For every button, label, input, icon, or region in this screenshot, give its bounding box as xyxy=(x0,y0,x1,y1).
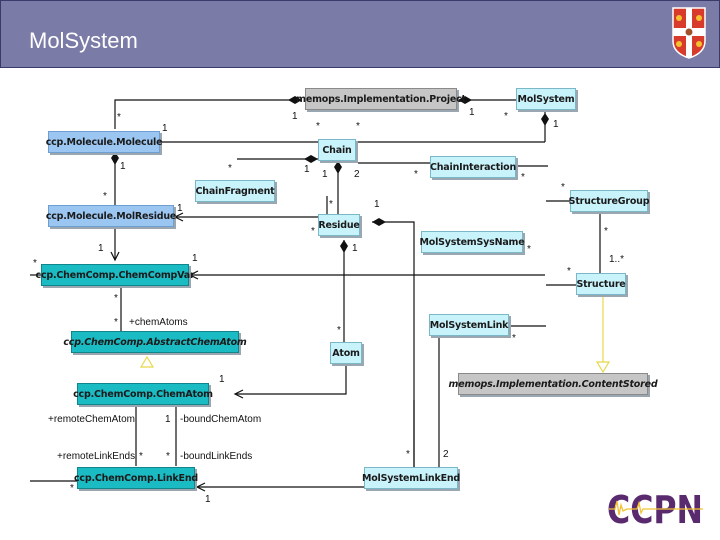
composition-diamond-icon xyxy=(458,96,472,104)
multiplicity-label: * xyxy=(356,121,360,132)
assoc-project-molecule xyxy=(114,99,302,129)
multiplicity-label: * xyxy=(337,325,341,336)
multiplicity-label: 1 xyxy=(192,253,198,264)
ccpn-logo-text: CCPN xyxy=(607,488,703,527)
generalization-triangle-icon xyxy=(595,361,611,374)
class-residue[interactable]: Residue xyxy=(318,214,360,236)
multiplicity-label: 1 xyxy=(162,123,168,134)
class-structure[interactable]: Structure xyxy=(576,273,626,295)
multiplicity-label: * xyxy=(114,317,118,328)
class-chematom[interactable]: ccp.ChemComp.ChemAtom xyxy=(73,383,213,405)
ccpn-logo: CCPN xyxy=(607,488,703,527)
class-abstractchematom[interactable]: ccp.ChemComp.AbstractChemAtom xyxy=(63,331,247,353)
multiplicity-label: * xyxy=(521,172,525,183)
nav-arrow-chemcompvar xyxy=(188,270,199,280)
nav-arrow-molresidue-down xyxy=(110,251,120,262)
composition-diamond-icon xyxy=(288,96,302,104)
multiplicity-label: * xyxy=(504,111,508,122)
university-crest-icon xyxy=(672,7,706,59)
multiplicity-label: * xyxy=(228,163,232,174)
composition-diamond-icon xyxy=(340,240,348,253)
class-atom[interactable]: Atom xyxy=(330,342,362,364)
slide-title: MolSystem xyxy=(29,28,138,53)
composition-diamond-icon xyxy=(541,113,549,126)
multiplicity-label: * xyxy=(70,483,74,494)
multiplicity-label: * xyxy=(117,112,121,123)
class-molsystemsysname[interactable]: MolSystemSysName xyxy=(420,231,525,253)
multiplicity-label: 1 xyxy=(177,203,183,214)
class-contentstored[interactable]: memops.Implementation.ContentStored xyxy=(449,373,658,395)
multiplicity-label: * xyxy=(316,121,320,132)
class-chaininteraction[interactable]: ChainInteraction xyxy=(430,156,516,178)
assoc-residue-right xyxy=(364,221,415,486)
multiplicity-label: * xyxy=(329,199,333,210)
class-chain[interactable]: Chain xyxy=(318,139,356,161)
multiplicity-label: 1 xyxy=(553,119,559,130)
multiplicity-label: * xyxy=(604,226,608,237)
class-chemcompvar[interactable]: ccp.ChemComp.ChemCompVar xyxy=(36,264,195,286)
role-label-remotechematom: +remoteChemAtom xyxy=(48,414,135,425)
multiplicity-label: * xyxy=(114,293,118,304)
composition-diamonds xyxy=(111,96,549,253)
composition-diamond-icon xyxy=(304,155,318,163)
multiplicity-label: * xyxy=(311,226,315,237)
role-label-remotelinkends: +remoteLinkEnds xyxy=(57,451,136,462)
multiplicity-label: 1 xyxy=(292,111,298,122)
multiplicity-label: 1 xyxy=(165,414,171,425)
multiplicity-label: 2 xyxy=(443,449,449,460)
multiplicity-label: 1 xyxy=(352,243,358,254)
role-label-boundchematom: -boundChemAtom xyxy=(180,414,262,425)
multiplicity-label: * xyxy=(406,449,410,460)
nav-arrow-linkend xyxy=(195,482,206,492)
multiplicity-label: 1 xyxy=(322,169,328,180)
multiplicity-label: 1 xyxy=(469,107,475,118)
multiplicity-label: 1 xyxy=(120,161,126,172)
nav-arrow-molresidue xyxy=(173,212,184,222)
class-chainfragment[interactable]: ChainFragment xyxy=(195,180,275,202)
class-structuregroup[interactable]: StructureGroup xyxy=(569,190,650,212)
multiplicity-label: * xyxy=(527,244,531,255)
multiplicity-label: 2 xyxy=(354,169,360,180)
generalization-triangle-icon xyxy=(139,355,155,368)
nav-arrow-chematom xyxy=(233,389,244,399)
multiplicity-label: * xyxy=(103,191,107,202)
class-project[interactable]: memops.Implementation.Project xyxy=(296,88,466,110)
class-molsystemlinkend[interactable]: MolSystemLinkEnd xyxy=(362,467,460,489)
class-linkend[interactable]: ccp.ChemComp.LinkEnd xyxy=(74,467,198,489)
multiplicity-label: 1 xyxy=(219,374,225,385)
multiplicity-label: * xyxy=(33,258,37,269)
slide-header: MolSystem xyxy=(0,0,720,68)
multiplicity-label: * xyxy=(512,333,516,344)
class-molresidue[interactable]: ccp.Molecule.MolResidue xyxy=(46,205,176,227)
multiplicity-label: 1..* xyxy=(609,254,625,265)
class-molsystem[interactable]: MolSystem xyxy=(516,88,576,110)
role-label-boundlinkends: -boundLinkEnds xyxy=(180,451,253,462)
class-molecule[interactable]: ccp.Molecule.Molecule xyxy=(46,131,163,153)
composition-diamond-icon xyxy=(372,218,386,226)
multiplicity-label: * xyxy=(561,182,565,193)
multiplicity-label: * xyxy=(567,266,571,277)
multiplicity-label: 1 xyxy=(304,164,310,175)
multiplicity-label: 1 xyxy=(98,243,104,254)
composition-diamond-icon xyxy=(111,152,119,165)
composition-diamond-icon xyxy=(334,161,342,174)
multiplicity-label: 1 xyxy=(374,199,380,210)
multiplicity-label: * xyxy=(139,451,143,462)
multiplicity-label: * xyxy=(166,451,170,462)
assoc-atom-chematom xyxy=(235,365,347,395)
multiplicity-label: * xyxy=(414,169,418,180)
class-molsystemlink[interactable]: MolSystemLink xyxy=(429,314,509,336)
multiplicity-label: 1 xyxy=(205,494,211,505)
role-label-chematoms: +chemAtoms xyxy=(129,317,188,328)
